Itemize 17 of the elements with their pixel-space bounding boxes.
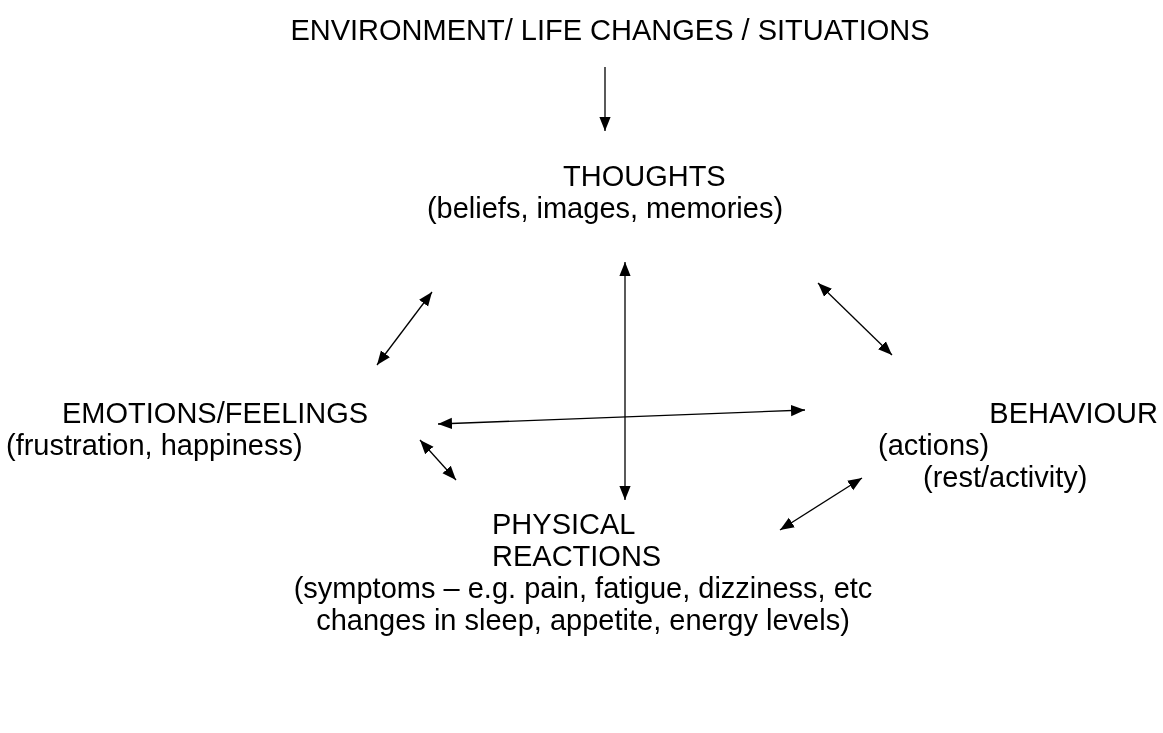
double-headed-arrow [419, 439, 457, 481]
description-text: (symptoms – e.g. pain, fatigue, dizziness, etc changes in sleep, appetite, energy levels) [292, 572, 874, 636]
description-text: (frustration, happiness) [5, 429, 304, 461]
arrow [599, 66, 611, 132]
heading-text: PHYSICAL REACTIONS [491, 508, 663, 572]
heading-text: THOUGHTS [562, 160, 727, 192]
description-text: (actions) [877, 429, 991, 461]
double-headed-arrow [779, 477, 863, 531]
double-headed-arrow [817, 282, 893, 356]
double-headed-arrow [619, 261, 631, 501]
heading-text: EMOTIONS/FEELINGS [61, 397, 370, 429]
heading-text: ENVIRONMENT/ LIFE CHANGES / SITUATIONS [289, 14, 931, 46]
double-headed-arrow [376, 291, 433, 366]
double-headed-arrow [437, 404, 806, 430]
heading-text: BEHAVIOUR [988, 397, 1158, 429]
description-text: (rest/activity) [922, 461, 1089, 493]
description-text: (beliefs, images, memories) [425, 192, 785, 224]
